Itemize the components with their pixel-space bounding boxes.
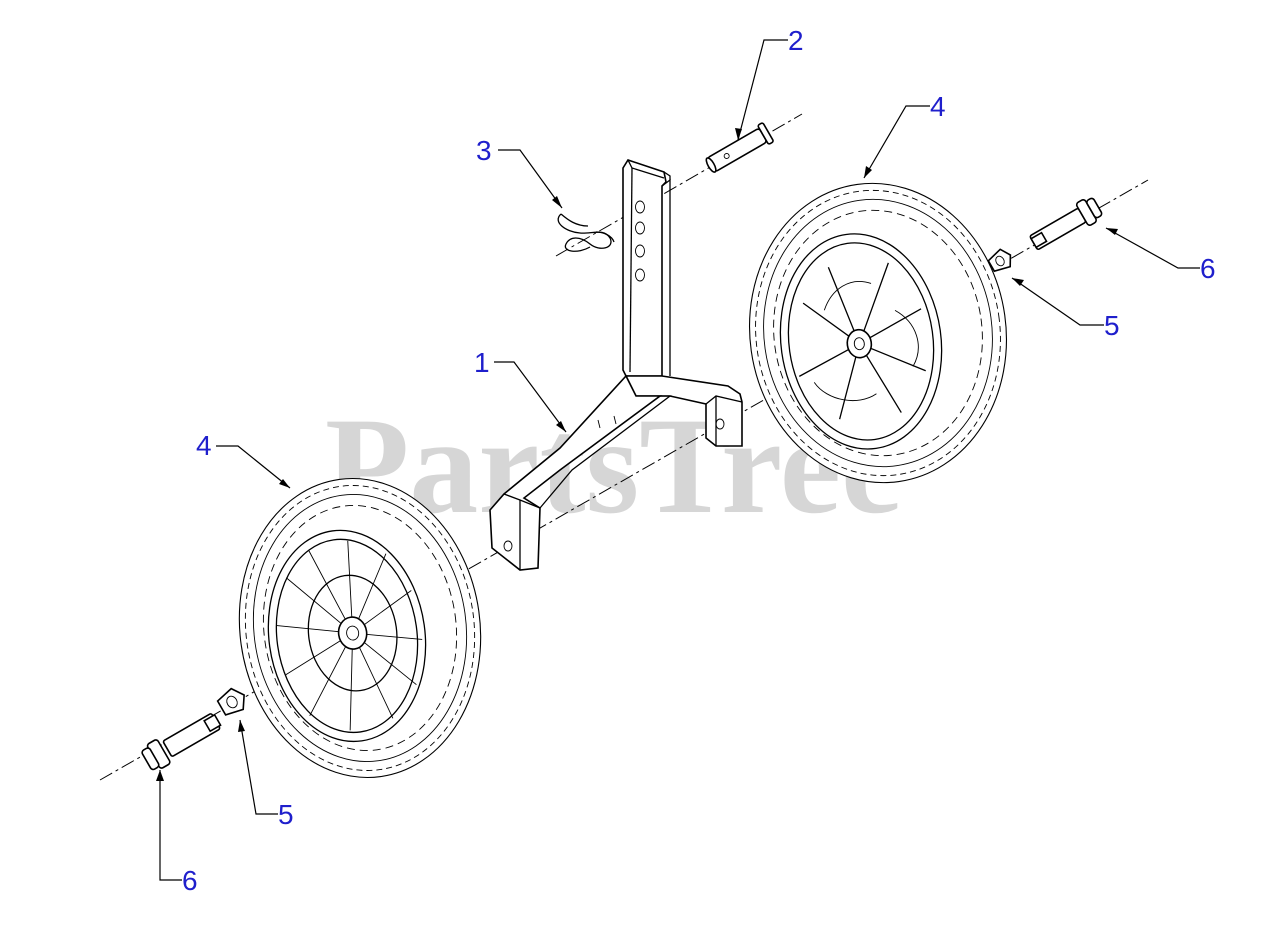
callout-2: 2 xyxy=(788,25,804,56)
part-shoulder-bolt-left xyxy=(141,713,222,771)
part-clevis-pin xyxy=(705,122,774,173)
callout-6-left: 6 xyxy=(182,865,198,896)
callout-1: 1 xyxy=(474,347,490,378)
callout-5-left: 5 xyxy=(278,799,294,830)
callout-3: 3 xyxy=(476,135,492,166)
part-hairpin-clip xyxy=(557,213,615,252)
part-shoulder-bolt-right xyxy=(1029,197,1103,250)
callout-4-left: 4 xyxy=(196,430,212,461)
callout-4-right: 4 xyxy=(930,91,946,122)
callout-6-right: 6 xyxy=(1200,253,1216,284)
callout-5-right: 5 xyxy=(1104,310,1120,341)
part-wheel-left xyxy=(238,477,482,779)
leader-lines xyxy=(156,39,1200,881)
part-bracket xyxy=(489,159,743,571)
part-washer-right xyxy=(987,248,1012,273)
part-washer-left xyxy=(216,687,245,716)
part-wheel-right xyxy=(748,182,1008,484)
